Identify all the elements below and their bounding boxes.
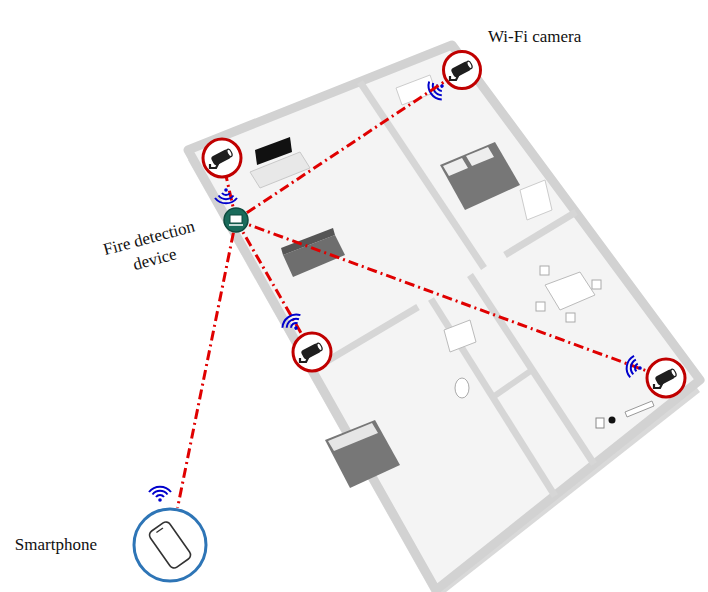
interior-wall — [431, 299, 555, 496]
camera-glyph — [654, 368, 678, 388]
node-label: Wi-Fi camera — [488, 27, 581, 46]
wireless-link — [178, 233, 234, 508]
bed — [325, 420, 400, 488]
device-node-shape — [223, 207, 249, 233]
camera-circle — [293, 333, 331, 371]
wifi-signal — [279, 311, 306, 336]
label-anchor: Wi-Fi camera — [488, 26, 581, 48]
door-button — [609, 417, 616, 424]
chair — [536, 302, 545, 311]
label-anchor: Smartphone — [15, 534, 97, 556]
node-label: Smartphone — [15, 535, 97, 554]
chair — [540, 266, 549, 275]
camera-circle — [203, 139, 241, 177]
device-node: Fire detection device — [223, 207, 249, 233]
wireless-link — [236, 220, 312, 352]
device-base — [229, 224, 243, 226]
interior-wall — [505, 212, 576, 255]
wireless-link — [236, 220, 666, 378]
wardrobe — [520, 180, 552, 220]
floor-outline — [188, 45, 700, 590]
phone-body — [148, 520, 193, 570]
pillow — [328, 423, 378, 451]
wifi-signal — [149, 487, 171, 502]
pillow — [466, 147, 494, 166]
camera-glyph — [450, 60, 474, 80]
dining-table — [545, 272, 595, 310]
door-panel — [596, 418, 604, 428]
pillow — [443, 158, 468, 176]
chair — [592, 280, 601, 289]
interior-wall — [493, 370, 532, 397]
camera-node: Wi-Fi camera — [442, 50, 482, 90]
sink — [444, 320, 476, 352]
camera-glyph — [210, 148, 234, 168]
link-line — [247, 81, 446, 213]
camera-node-shape — [442, 50, 482, 90]
device-circle — [224, 208, 248, 232]
label-anchor: Fire detection device — [88, 212, 215, 286]
link-line — [178, 233, 234, 508]
camera-glyph — [300, 342, 324, 362]
television — [255, 137, 292, 165]
camera-circle — [444, 52, 481, 89]
camera-marker — [293, 333, 331, 371]
phone-node-shape — [132, 507, 208, 583]
bed — [440, 142, 520, 210]
camera-circle — [647, 359, 685, 397]
device-screen — [230, 215, 242, 223]
node-label: Fire detection device — [101, 217, 197, 275]
sofa-back — [281, 228, 335, 255]
wifi-signal — [625, 355, 644, 379]
phone-node: Smartphone — [132, 507, 208, 583]
phone-speaker — [156, 528, 163, 533]
camera-marker — [647, 359, 685, 397]
toilet — [455, 378, 469, 398]
phone-circle — [134, 509, 206, 581]
chair — [566, 313, 575, 322]
shelf — [625, 401, 654, 417]
wifi-signal — [215, 188, 237, 203]
wireless-link — [247, 81, 446, 213]
camera-marker — [203, 139, 241, 177]
